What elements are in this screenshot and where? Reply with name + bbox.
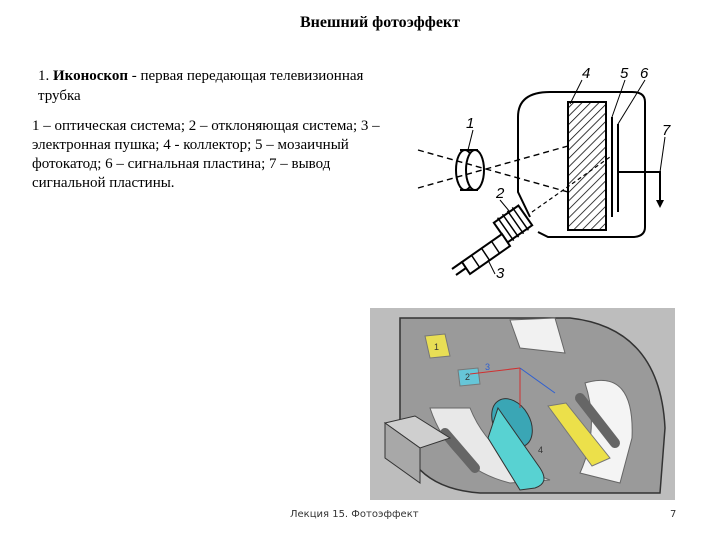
label-2: 2: [495, 185, 505, 202]
bottom-label-4: 4: [538, 445, 543, 455]
lens-block: [424, 333, 451, 359]
yellow-plate: [547, 402, 611, 467]
label-6: 6: [640, 65, 649, 82]
intro-term: Иконоскоп: [53, 68, 128, 84]
slide-footer: Лекция 15. Фотоэффект: [290, 509, 419, 520]
iconoscope-illustration: 1 2 3 4: [370, 308, 675, 500]
label-5: 5: [620, 65, 629, 82]
legend-paragraph: 1 – оптическая система; 2 – отклоняющая …: [32, 118, 380, 191]
page-number: 7: [670, 509, 677, 520]
label-3: 3: [496, 265, 505, 282]
bottom-label-1: 1: [434, 342, 439, 352]
label-7: 7: [662, 122, 671, 139]
bottom-label-3: 3: [485, 362, 490, 372]
tube-outline: [517, 91, 646, 238]
electron-beam: [531, 156, 611, 213]
iconoscope-schematic: 1 2 3 4 5 6 7: [417, 65, 671, 282]
bottom-label-2: 2: [465, 372, 470, 382]
rod: [440, 428, 480, 473]
rod: [575, 393, 620, 448]
light-ray: [417, 149, 569, 193]
beam-line: [469, 367, 521, 375]
upper-panel: [509, 317, 566, 354]
intro-paragraph: 1. Иконоскоп - первая передающая телевиз…: [38, 66, 368, 106]
collector: [567, 101, 607, 231]
blue-block: [457, 367, 481, 387]
intro-rest: - первая передающая телевизионная трубка: [38, 68, 364, 104]
deflection-coil: [492, 204, 534, 244]
intro-number: 1.: [38, 68, 53, 84]
cyan-cylinder: [487, 406, 545, 491]
label-4: 4: [582, 65, 590, 82]
light-ray: [417, 145, 569, 189]
signal-output: [618, 171, 661, 202]
slide-title: Внешний фотоэффект: [300, 14, 460, 31]
label-1: 1: [466, 115, 474, 132]
